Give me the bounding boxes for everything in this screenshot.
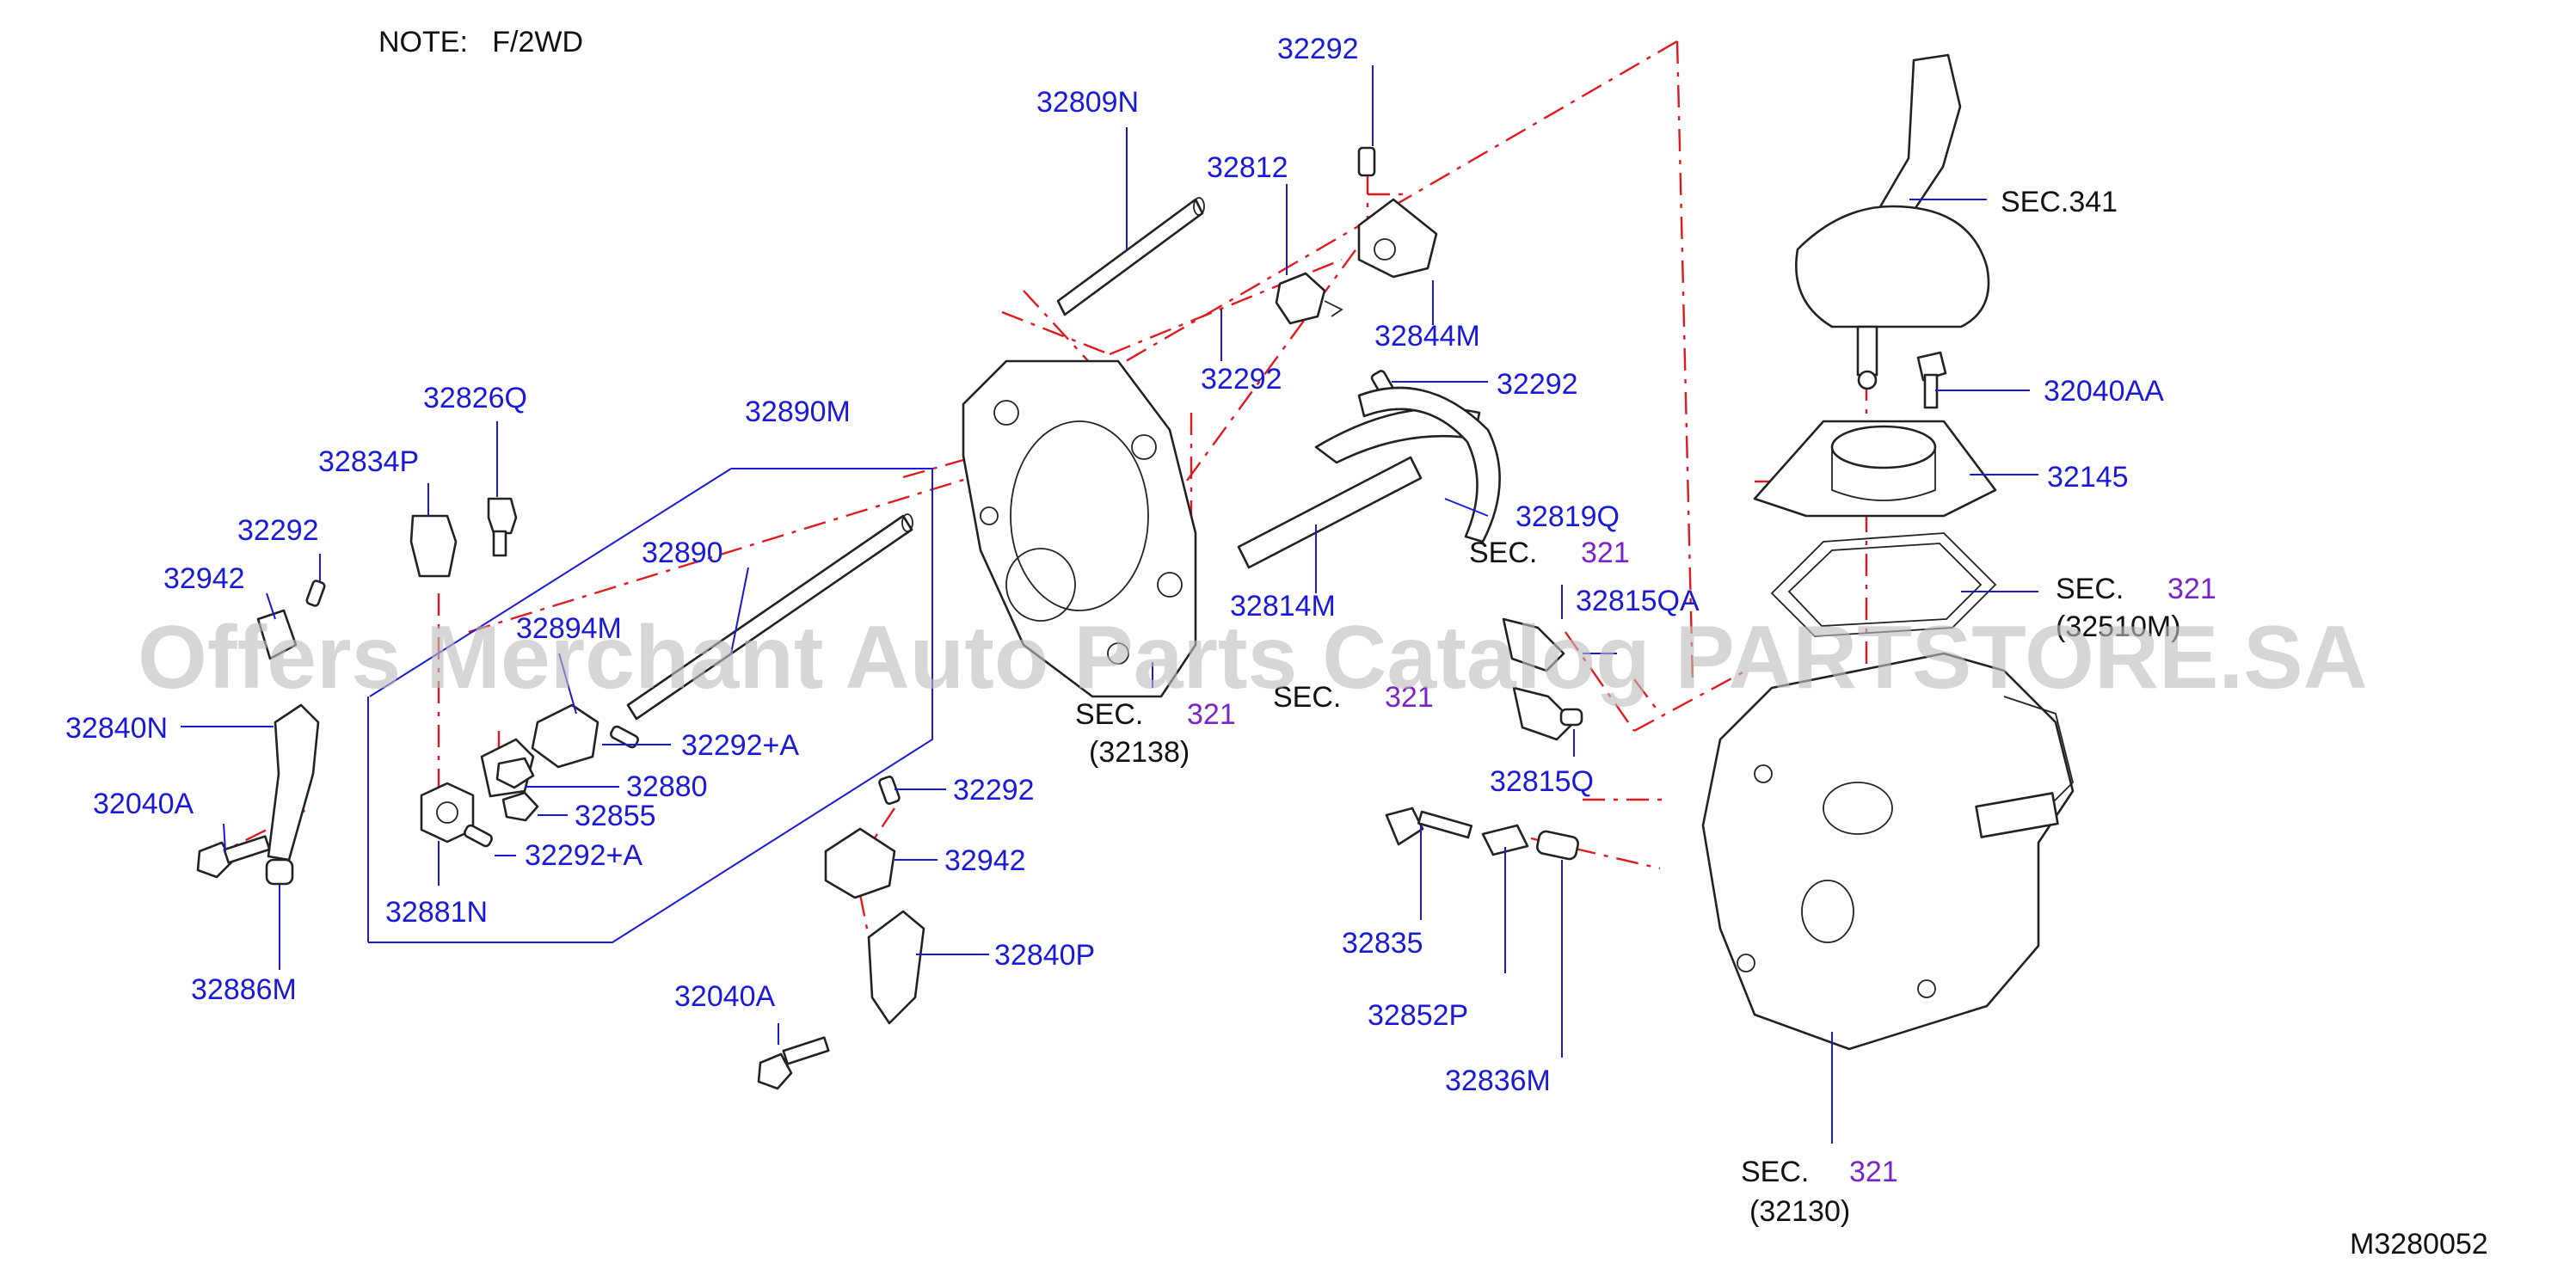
label-32894M: 32894M bbox=[516, 612, 622, 645]
bolt-32040A-left bbox=[196, 835, 271, 879]
label-32836M: 32836M bbox=[1445, 1064, 1551, 1097]
shift-lever-boot bbox=[1795, 53, 1990, 390]
label-32145: 32145 bbox=[2047, 461, 2129, 494]
label-32880: 32880 bbox=[626, 770, 708, 803]
plunger-32836M bbox=[1535, 830, 1580, 861]
spring-32852P bbox=[1481, 824, 1529, 856]
switch-32834P bbox=[409, 514, 458, 578]
bracket-32942-lower bbox=[824, 827, 896, 899]
label-32855: 32855 bbox=[575, 800, 656, 832]
roll-pin-32292-lower bbox=[878, 775, 901, 806]
sec-case-prefix: SEC. bbox=[1741, 1156, 1809, 1188]
label-32292-right: 32292 bbox=[1497, 368, 1578, 401]
label-32840P: 32840P bbox=[994, 939, 1095, 972]
sec-case-number: 321 bbox=[1849, 1156, 1898, 1188]
sec-adapter-number: 321 bbox=[1187, 698, 1236, 731]
label-32852P: 32852P bbox=[1368, 999, 1468, 1032]
label-32819Q: 32819Q bbox=[1515, 500, 1620, 533]
label-32040A-left: 32040A bbox=[93, 788, 194, 820]
detent-ball-32880 bbox=[495, 757, 535, 789]
section-labels: SEC.341 SEC. 321 (32138) SEC. 321 SEC. 3… bbox=[1075, 186, 2216, 1228]
bolt-32040A-lower bbox=[757, 1036, 830, 1090]
gasket-32510M bbox=[1770, 532, 1997, 637]
bolt-32040AA bbox=[1916, 351, 1947, 409]
transfer-adapter-plate bbox=[962, 359, 1197, 698]
bolt-32826Q bbox=[487, 497, 518, 557]
label-32890: 32890 bbox=[642, 537, 723, 569]
sec-mid1-prefix: SEC. bbox=[1469, 537, 1537, 569]
label-32815Q: 32815Q bbox=[1490, 765, 1594, 798]
bracket-32844M bbox=[1357, 198, 1438, 279]
label-32040A-lower: 32040A bbox=[674, 980, 776, 1013]
sec-case-sub: (32130) bbox=[1749, 1195, 1850, 1228]
pin-32292A bbox=[464, 725, 639, 848]
roll-pin-32292-left bbox=[305, 580, 326, 607]
shift-fork-32894M bbox=[480, 703, 599, 798]
label-32292-top: 32292 bbox=[1277, 33, 1359, 65]
part-labels: 32809N 32292 32812 32844M 32292 32292 32… bbox=[65, 33, 2164, 1097]
label-32809N: 32809N bbox=[1036, 86, 1139, 119]
sec-mid1-number: 321 bbox=[1581, 537, 1630, 569]
label-32942-left: 32942 bbox=[163, 562, 245, 595]
sec-mid2-prefix: SEC. bbox=[1273, 681, 1341, 714]
sec-gasket-number: 321 bbox=[2167, 573, 2216, 605]
label-32844M: 32844M bbox=[1374, 320, 1480, 353]
label-32814M: 32814M bbox=[1230, 590, 1336, 623]
shift-rod-32814M bbox=[1237, 386, 1501, 569]
label-32292A-1: 32292+A bbox=[681, 729, 799, 762]
sec-mid2-number: 321 bbox=[1385, 681, 1434, 714]
switch-32815Q bbox=[1512, 686, 1583, 741]
bushing-32855 bbox=[501, 791, 539, 822]
sec-341: SEC.341 bbox=[2001, 186, 2118, 218]
roll-pin-32292-top bbox=[1357, 146, 1376, 177]
fork-rod-32890 bbox=[626, 513, 913, 721]
label-32292A-2: 32292+A bbox=[525, 839, 642, 872]
label-32881N: 32881N bbox=[385, 896, 488, 929]
plug-32835 bbox=[1385, 807, 1473, 846]
label-32292-lower: 32292 bbox=[953, 774, 1035, 807]
label-32812: 32812 bbox=[1207, 151, 1288, 184]
bracket-32840N bbox=[256, 609, 320, 886]
label-32942-lower: 32942 bbox=[944, 844, 1026, 877]
label-32886M: 32886M bbox=[191, 973, 297, 1006]
watermark-text: Offers Merchant Auto Parts Catalog PARTS… bbox=[138, 608, 2368, 708]
label-32840N: 32840N bbox=[65, 712, 168, 745]
label-32826Q: 32826Q bbox=[423, 382, 527, 414]
sec-adapter-sub: (32138) bbox=[1089, 736, 1190, 769]
label-32835: 32835 bbox=[1342, 927, 1423, 960]
label-32292-left: 32292 bbox=[237, 514, 319, 547]
bracket-32840P bbox=[867, 910, 925, 1025]
switch-32815QA bbox=[1502, 617, 1565, 672]
note-text: NOTE: F/2WD bbox=[378, 26, 583, 58]
transfer-case-32130 bbox=[1701, 652, 2075, 1051]
sec-gasket-sub: (32510M) bbox=[2056, 610, 2181, 643]
sec-gasket-prefix: SEC. bbox=[2056, 573, 2124, 605]
leader-lines bbox=[181, 65, 2038, 1144]
cover-plate-32145 bbox=[1753, 420, 1997, 518]
shift-rod-32809N bbox=[1056, 197, 1205, 316]
label-32040AA: 32040AA bbox=[2044, 375, 2164, 408]
label-32292-mid: 32292 bbox=[1201, 363, 1282, 396]
label-32890M: 32890M bbox=[745, 396, 851, 428]
drawing-code: M3280052 bbox=[2350, 1228, 2488, 1261]
label-32834P: 32834P bbox=[318, 445, 419, 478]
shift-fork-32812 bbox=[1275, 272, 1343, 325]
label-32815QA: 32815QA bbox=[1576, 585, 1700, 617]
sec-adapter-prefix: SEC. bbox=[1075, 698, 1143, 731]
